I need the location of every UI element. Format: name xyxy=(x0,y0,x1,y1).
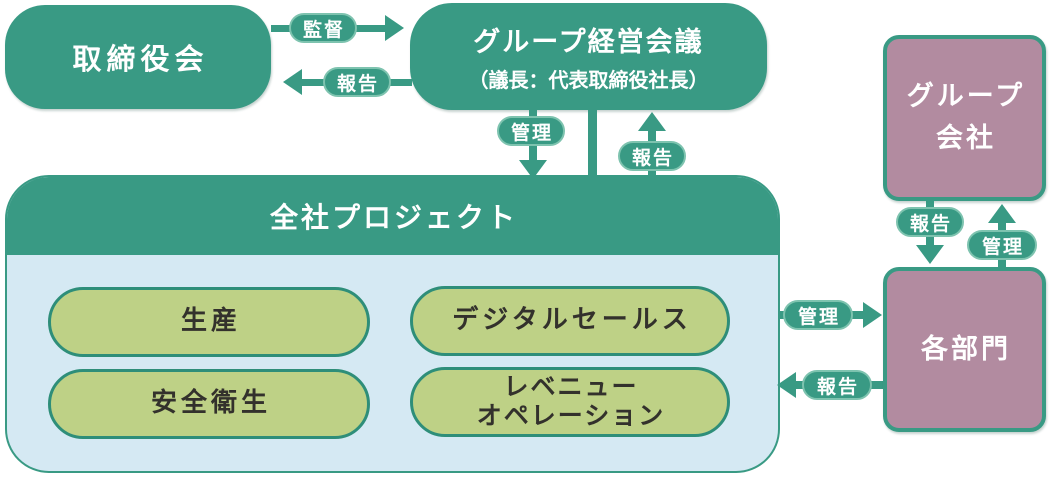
safety-health-label: 安全衛生 xyxy=(150,388,271,419)
supervise-arrow-label: 監督 xyxy=(289,13,357,43)
report-up-label-text: 報告 xyxy=(631,146,674,169)
departments-node: 各部門 xyxy=(883,267,1046,432)
project-item-production: 生産 xyxy=(48,287,370,357)
arrow-up-icon xyxy=(988,204,1016,223)
group-company-label-line1: グループ xyxy=(906,81,1026,113)
company-wide-project-header: 全社プロジェクト xyxy=(7,177,778,255)
group-company-node: グループ 会社 xyxy=(883,35,1046,201)
group-manage-connector-label: 管理 xyxy=(967,230,1037,260)
group-report-connector-label: 報告 xyxy=(896,207,964,237)
manage-dept-arrow-label: 管理 xyxy=(783,300,853,330)
group-report-label-text: 報告 xyxy=(909,212,952,235)
project-item-safety-health: 安全衛生 xyxy=(48,369,370,439)
report-dept-arrow-label: 報告 xyxy=(802,370,872,400)
group-meeting-chair-subtitle: （議長：代表取締役社長） xyxy=(468,68,709,92)
report-connector-label: 報告 xyxy=(618,141,686,171)
digital-sales-label: デジタルセールス xyxy=(452,305,692,336)
arrow-up-icon xyxy=(638,112,666,131)
board-of-directors-label: 取締役会 xyxy=(72,42,209,76)
production-label: 生産 xyxy=(180,306,241,337)
arrow-right-icon xyxy=(385,15,404,41)
arrow-right-icon xyxy=(863,302,882,328)
report-arrow-label: 報告 xyxy=(323,67,391,97)
arrow-down-icon xyxy=(916,245,944,264)
meeting-project-connector-line xyxy=(588,110,597,176)
report-dept-label-text: 報告 xyxy=(816,375,859,398)
revenue-operation-label-line2: オペレーション xyxy=(476,401,666,430)
company-wide-project-title: 全社プロジェクト xyxy=(269,201,518,234)
supervise-label-text: 監督 xyxy=(302,18,345,41)
manage-connector-label: 管理 xyxy=(497,116,565,146)
departments-label: 各部門 xyxy=(921,333,1011,365)
group-meeting-title: グループ経営会議 xyxy=(473,27,704,58)
manage-label-text: 管理 xyxy=(510,121,553,144)
arrow-left-icon xyxy=(777,372,796,398)
report-label-text: 報告 xyxy=(336,72,379,95)
group-management-meeting-node: グループ経営会議 （議長：代表取締役社長） xyxy=(410,3,767,110)
revenue-operation-label-line1: レベニュー xyxy=(503,372,639,402)
project-item-digital-sales: デジタルセールス xyxy=(410,286,730,356)
arrow-down-icon xyxy=(519,160,547,179)
manage-dept-label-text: 管理 xyxy=(797,305,840,328)
board-of-directors-node: 取締役会 xyxy=(5,5,271,109)
group-manage-label-text: 管理 xyxy=(981,235,1024,258)
project-item-revenue-operation: レベニュー オペレーション xyxy=(410,367,730,437)
group-company-label-line2: 会社 xyxy=(936,123,996,154)
arrow-left-icon xyxy=(283,69,302,95)
